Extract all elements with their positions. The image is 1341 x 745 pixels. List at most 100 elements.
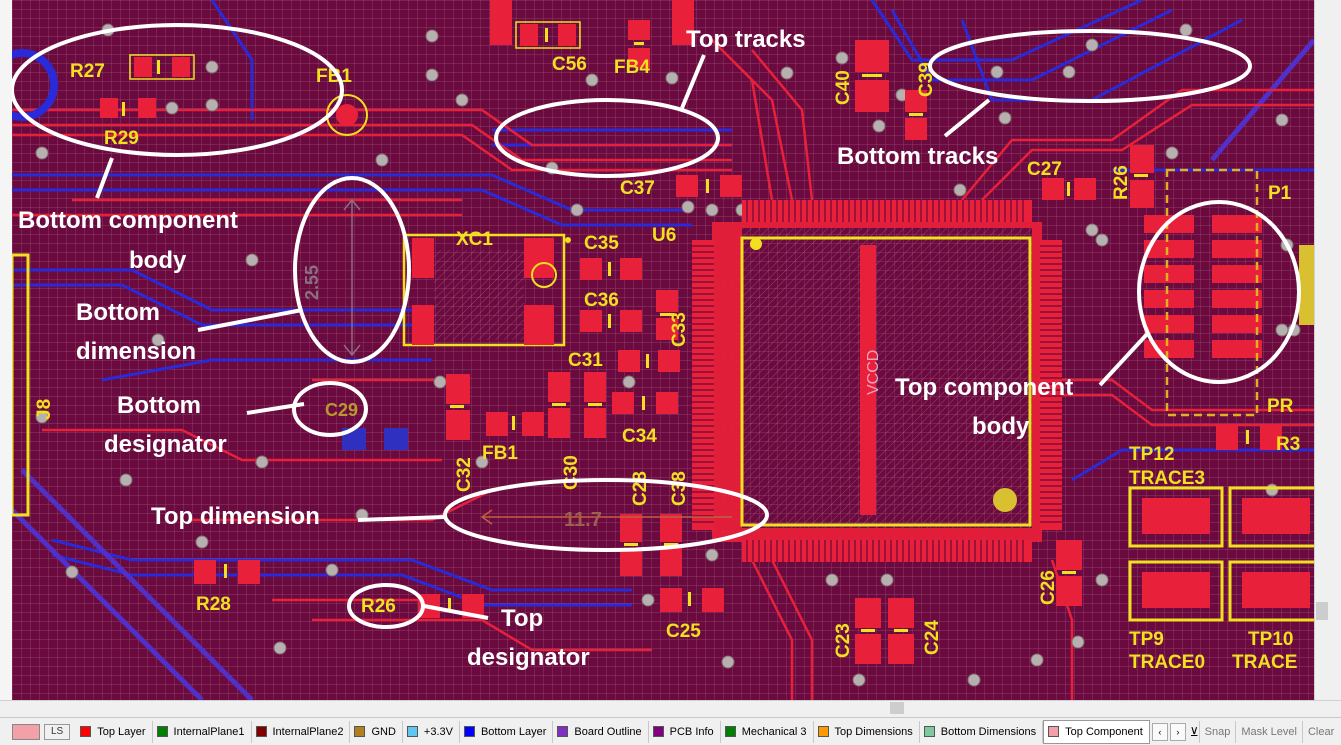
c31-label: C31 — [568, 350, 603, 371]
ic-pins — [692, 200, 1062, 562]
bottom-component-body-1-label: Bottom component — [18, 207, 238, 234]
layer-color-swatch — [354, 726, 366, 737]
dim-117-label: 11.7 — [564, 509, 602, 531]
ic-u6: VCCD — [692, 200, 1062, 562]
bottom-dimension-1-label: Bottom — [76, 299, 160, 326]
layer-tab-label: InternalPlane2 — [272, 725, 344, 738]
layer-color-swatch — [156, 726, 168, 737]
trace3-label: TRACE3 — [1129, 468, 1205, 489]
fb4-label: FB4 — [614, 57, 650, 78]
layer-color-swatch — [724, 726, 736, 737]
c32-label: C32 — [454, 457, 475, 492]
p1-outline — [1165, 168, 1259, 417]
c38-label: C38 — [669, 471, 690, 506]
layer-color-swatch — [817, 726, 829, 737]
c39-label: C39 — [916, 62, 937, 97]
c29-label: C29 — [325, 400, 358, 420]
layer-tab-label: Bottom Dimensions — [940, 725, 1037, 738]
c24-label: C24 — [922, 620, 943, 655]
horizontal-scroll-thumb[interactable] — [890, 702, 904, 714]
layer-tabs-bar: LS Top Layer InternalPlane1 InternalPlane2… — [0, 717, 1341, 745]
dim-255-label: 2.55 — [302, 265, 322, 300]
layer-tab-label: Top Layer — [97, 725, 146, 738]
layer-tab-top-component[interactable]: Top Component — [1043, 719, 1150, 744]
layer-tab-label: Mechanical 3 — [741, 725, 807, 738]
layer-tab-pcb-info[interactable]: PCB Info — [649, 720, 721, 743]
u6-label: U6 — [652, 225, 676, 246]
c25-label: C25 — [666, 621, 701, 642]
fb1-label: FB1 — [482, 443, 518, 464]
layer-tab-label: Bottom Layer — [480, 725, 547, 738]
c40-label: C40 — [833, 70, 854, 105]
pcb-canvas[interactable]: VCCD — [12, 0, 1314, 700]
filter-icon[interactable]: ⊻ — [1189, 724, 1199, 739]
layer-tab-label: InternalPlane1 — [173, 725, 245, 738]
layer-tab--3-3v[interactable]: +3.3V — [403, 720, 460, 743]
horizontal-scrollbar[interactable] — [0, 700, 1341, 718]
top-component-body-2-label: body — [972, 413, 1030, 440]
layer-tab-bottom-dimensions[interactable]: Bottom Dimensions — [920, 720, 1044, 743]
layer-tabs: Top Layer InternalPlane1 InternalPlane2 GND… — [76, 719, 1150, 744]
tabs-scroll-right-button[interactable]: › — [1169, 722, 1186, 741]
snap-button[interactable]: Snap — [1198, 720, 1236, 743]
left-ruler — [0, 0, 12, 700]
test-points — [1128, 486, 1314, 622]
r26-label: R26 — [361, 596, 396, 617]
tabs-scroll-left-button[interactable]: ‹ — [1151, 722, 1168, 741]
layer-tab-mechanical-3[interactable]: Mechanical 3 — [721, 720, 814, 743]
layer-tab-top-dimensions[interactable]: Top Dimensions — [814, 720, 920, 743]
layer-color-swatch — [1048, 726, 1060, 737]
layer-tab-label: +3.3V — [423, 725, 453, 738]
c28-label: C28 — [630, 471, 651, 506]
bottom-dimension — [343, 198, 361, 357]
vertical-scroll-thumb[interactable] — [1316, 602, 1328, 620]
j8-outline — [12, 253, 30, 517]
layer-tab-gnd[interactable]: GND — [350, 720, 403, 743]
layer-color-swatch — [80, 726, 92, 737]
crystal-xc1 — [402, 233, 571, 347]
top-designator-2-label: designator — [467, 644, 590, 671]
layer-tab-internalplane2[interactable]: InternalPlane2 — [252, 720, 351, 743]
r29-label: R29 — [104, 128, 139, 149]
top-dimension — [480, 509, 732, 525]
top-dimension-label: Top dimension — [151, 503, 320, 530]
trace0-label: TRACE0 — [1129, 652, 1205, 673]
c34-label: C34 — [622, 426, 657, 447]
layer-sets-button[interactable]: LS — [44, 723, 71, 740]
fb1-top-label: FB1 — [316, 66, 352, 87]
annotation-ellipses — [12, 23, 1301, 629]
clear-button[interactable]: Clear — [1301, 720, 1339, 743]
tp10-label: TP10 — [1248, 629, 1293, 650]
c35-label: C35 — [584, 233, 619, 254]
c30-label: C30 — [561, 455, 582, 490]
top-tracks — [12, 39, 1314, 700]
mask-level-button[interactable]: Mask Level — [1235, 720, 1302, 743]
layer-tab-label: Top Dimensions — [834, 725, 913, 738]
current-layer-swatch[interactable] — [12, 723, 40, 740]
c23-label: C23 — [833, 623, 854, 658]
j8-label: J8 — [34, 399, 55, 420]
layer-tab-internalplane1[interactable]: InternalPlane1 — [153, 720, 252, 743]
c36-label: C36 — [584, 290, 619, 311]
pcb-drawing: VCCD — [12, 0, 1314, 700]
layer-tab-board-outline[interactable]: Board Outline — [553, 720, 649, 743]
tp12-label: TP12 — [1129, 444, 1174, 465]
vertical-scrollbar[interactable] — [1314, 0, 1341, 700]
layer-tab-label: GND — [371, 725, 396, 738]
layer-tab-bottom-layer[interactable]: Bottom Layer — [460, 720, 554, 743]
p1-label: P1 — [1268, 183, 1292, 204]
annotation-pointers — [95, 54, 1151, 620]
layer-tab-top-layer[interactable]: Top Layer — [76, 720, 153, 743]
bottom-component-body-2-label: body — [129, 247, 187, 274]
layer-color-swatch — [557, 726, 569, 737]
c37-label: C37 — [620, 178, 655, 199]
bottom-dimension-2-label: dimension — [76, 338, 196, 365]
vccd-label: VCCD — [865, 350, 882, 395]
layer-tab-label: Top Component — [1065, 725, 1143, 738]
c26-label: C26 — [1038, 570, 1059, 605]
layer-color-swatch — [463, 726, 475, 737]
vias — [35, 23, 1301, 687]
p1-gold-pad — [1299, 245, 1314, 325]
pad-silk-marks — [122, 28, 1249, 632]
layer-tab-label: Board Outline — [574, 725, 642, 738]
